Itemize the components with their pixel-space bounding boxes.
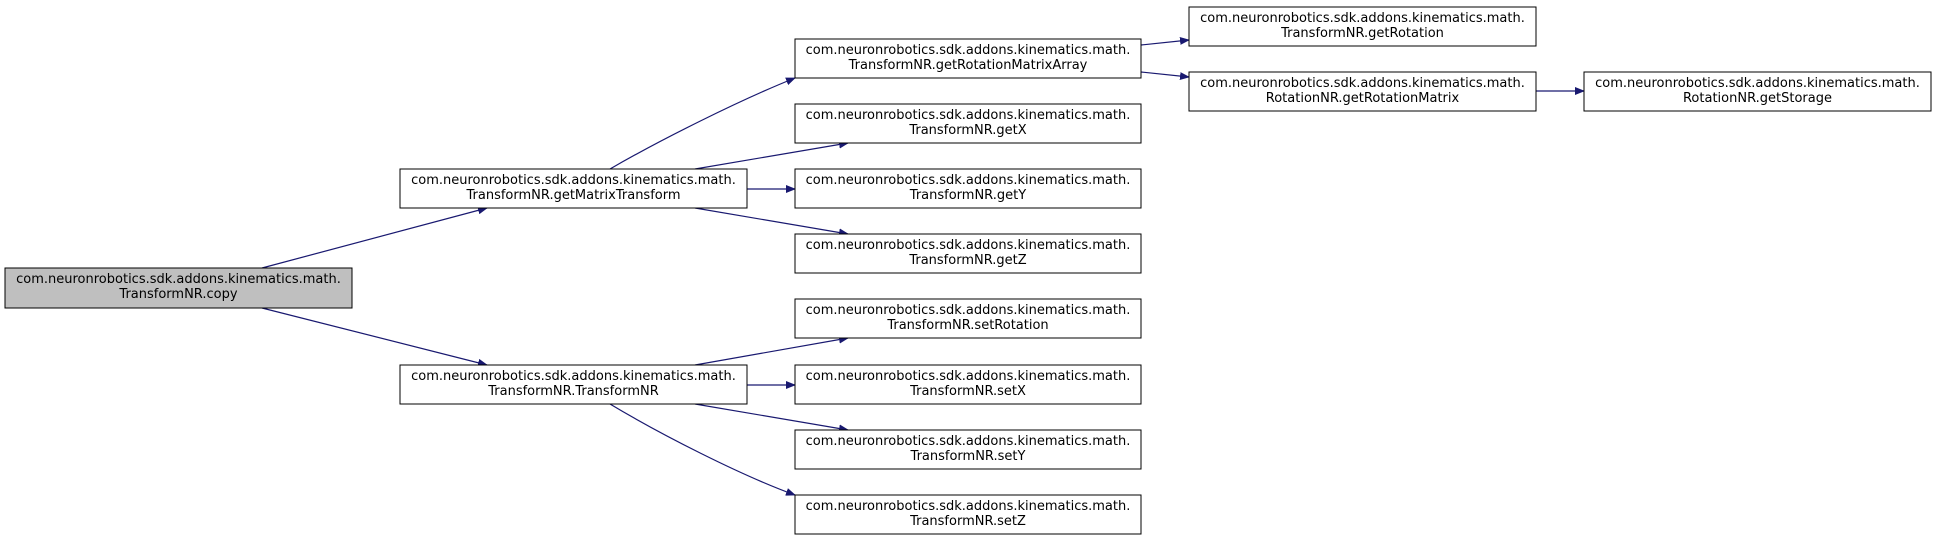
edge-ctorTransformNR-to-setRotation (694, 335, 849, 366)
node-getZ[interactable]: com.neuronrobotics.sdk.addons.kinematics… (794, 233, 1142, 274)
node-label-line: com.neuronrobotics.sdk.addons.kinematics… (806, 108, 1131, 123)
node-label-line: com.neuronrobotics.sdk.addons.kinematics… (1200, 76, 1525, 91)
node-box[interactable] (399, 168, 748, 209)
edge-getMatrixTransform-to-getX (694, 140, 849, 170)
node-getY[interactable]: com.neuronrobotics.sdk.addons.kinematics… (794, 168, 1142, 209)
edge-ctorTransformNR-to-setZ (609, 403, 796, 496)
node-label-line: RotationNR.getRotationMatrix (1266, 91, 1460, 106)
node-label-line: TransformNR.getZ (908, 253, 1026, 268)
node-getRotationMatrix[interactable]: com.neuronrobotics.sdk.addons.kinematics… (1188, 71, 1537, 112)
node-box[interactable] (794, 298, 1142, 339)
edge-copy-to-getMatrixTransform (261, 206, 488, 269)
node-label-line: com.neuronrobotics.sdk.addons.kinematics… (16, 272, 341, 287)
node-label-line: TransformNR.getMatrixTransform (465, 188, 680, 203)
node-box[interactable] (1583, 71, 1932, 112)
node-label-line: TransformNR.getRotation (1280, 26, 1444, 41)
node-label-line: TransformNR.setX (909, 384, 1026, 399)
node-label-line: TransformNR.getRotationMatrixArray (848, 58, 1088, 73)
edges-layer (261, 36, 1585, 496)
node-label-line: TransformNR.copy (118, 287, 237, 302)
node-setX[interactable]: com.neuronrobotics.sdk.addons.kinematics… (794, 364, 1142, 405)
node-label-line: com.neuronrobotics.sdk.addons.kinematics… (1200, 11, 1525, 26)
node-label-line: com.neuronrobotics.sdk.addons.kinematics… (1595, 76, 1920, 91)
edge-copy-to-ctorTransformNR (261, 307, 488, 367)
node-label-line: com.neuronrobotics.sdk.addons.kinematics… (806, 43, 1131, 58)
node-label-line: com.neuronrobotics.sdk.addons.kinematics… (806, 369, 1131, 384)
nodes-layer: com.neuronrobotics.sdk.addons.kinematics… (4, 6, 1932, 535)
node-setRotation[interactable]: com.neuronrobotics.sdk.addons.kinematics… (794, 298, 1142, 339)
edge-getRotationMatrixArray-to-getRotation (1140, 36, 1190, 46)
node-box[interactable] (4, 267, 353, 309)
node-label-line: com.neuronrobotics.sdk.addons.kinematics… (411, 173, 736, 188)
node-setY[interactable]: com.neuronrobotics.sdk.addons.kinematics… (794, 429, 1142, 470)
node-box[interactable] (794, 233, 1142, 274)
node-ctorTransformNR[interactable]: com.neuronrobotics.sdk.addons.kinematics… (399, 364, 748, 405)
node-getMatrixTransform[interactable]: com.neuronrobotics.sdk.addons.kinematics… (399, 168, 748, 209)
node-getStorage[interactable]: com.neuronrobotics.sdk.addons.kinematics… (1583, 71, 1932, 112)
node-label-line: TransformNR.TransformNR (487, 384, 659, 399)
node-label-line: com.neuronrobotics.sdk.addons.kinematics… (411, 369, 736, 384)
node-box[interactable] (1188, 6, 1537, 47)
node-label-line: TransformNR.setRotation (886, 318, 1048, 333)
node-label-line: TransformNR.setZ (909, 514, 1026, 529)
node-box[interactable] (1188, 71, 1537, 112)
node-box[interactable] (794, 494, 1142, 535)
node-setZ[interactable]: com.neuronrobotics.sdk.addons.kinematics… (794, 494, 1142, 535)
node-label-line: com.neuronrobotics.sdk.addons.kinematics… (806, 434, 1131, 449)
node-getRotation[interactable]: com.neuronrobotics.sdk.addons.kinematics… (1188, 6, 1537, 47)
node-label-line: RotationNR.getStorage (1683, 91, 1832, 106)
node-getRotationMatrixArray[interactable]: com.neuronrobotics.sdk.addons.kinematics… (794, 38, 1142, 79)
node-box[interactable] (794, 103, 1142, 144)
node-copy[interactable]: com.neuronrobotics.sdk.addons.kinematics… (4, 267, 353, 309)
node-box[interactable] (794, 364, 1142, 405)
node-box[interactable] (399, 364, 748, 405)
node-label-line: com.neuronrobotics.sdk.addons.kinematics… (806, 238, 1131, 253)
edge-ctorTransformNR-to-setY (694, 403, 849, 433)
node-box[interactable] (794, 38, 1142, 79)
node-label-line: com.neuronrobotics.sdk.addons.kinematics… (806, 303, 1131, 318)
node-label-line: com.neuronrobotics.sdk.addons.kinematics… (806, 173, 1131, 188)
node-label-line: TransformNR.getX (908, 123, 1026, 138)
node-label-line: TransformNR.setY (910, 449, 1026, 464)
edge-getMatrixTransform-to-getZ (694, 207, 849, 237)
node-box[interactable] (794, 429, 1142, 470)
edge-getMatrixTransform-to-getRotationMatrixArray (609, 77, 796, 170)
node-box[interactable] (794, 168, 1142, 209)
edge-getRotationMatrixArray-to-getRotationMatrix (1140, 71, 1190, 81)
node-label-line: TransformNR.getY (909, 188, 1026, 203)
node-getX[interactable]: com.neuronrobotics.sdk.addons.kinematics… (794, 103, 1142, 144)
node-label-line: com.neuronrobotics.sdk.addons.kinematics… (806, 499, 1131, 514)
